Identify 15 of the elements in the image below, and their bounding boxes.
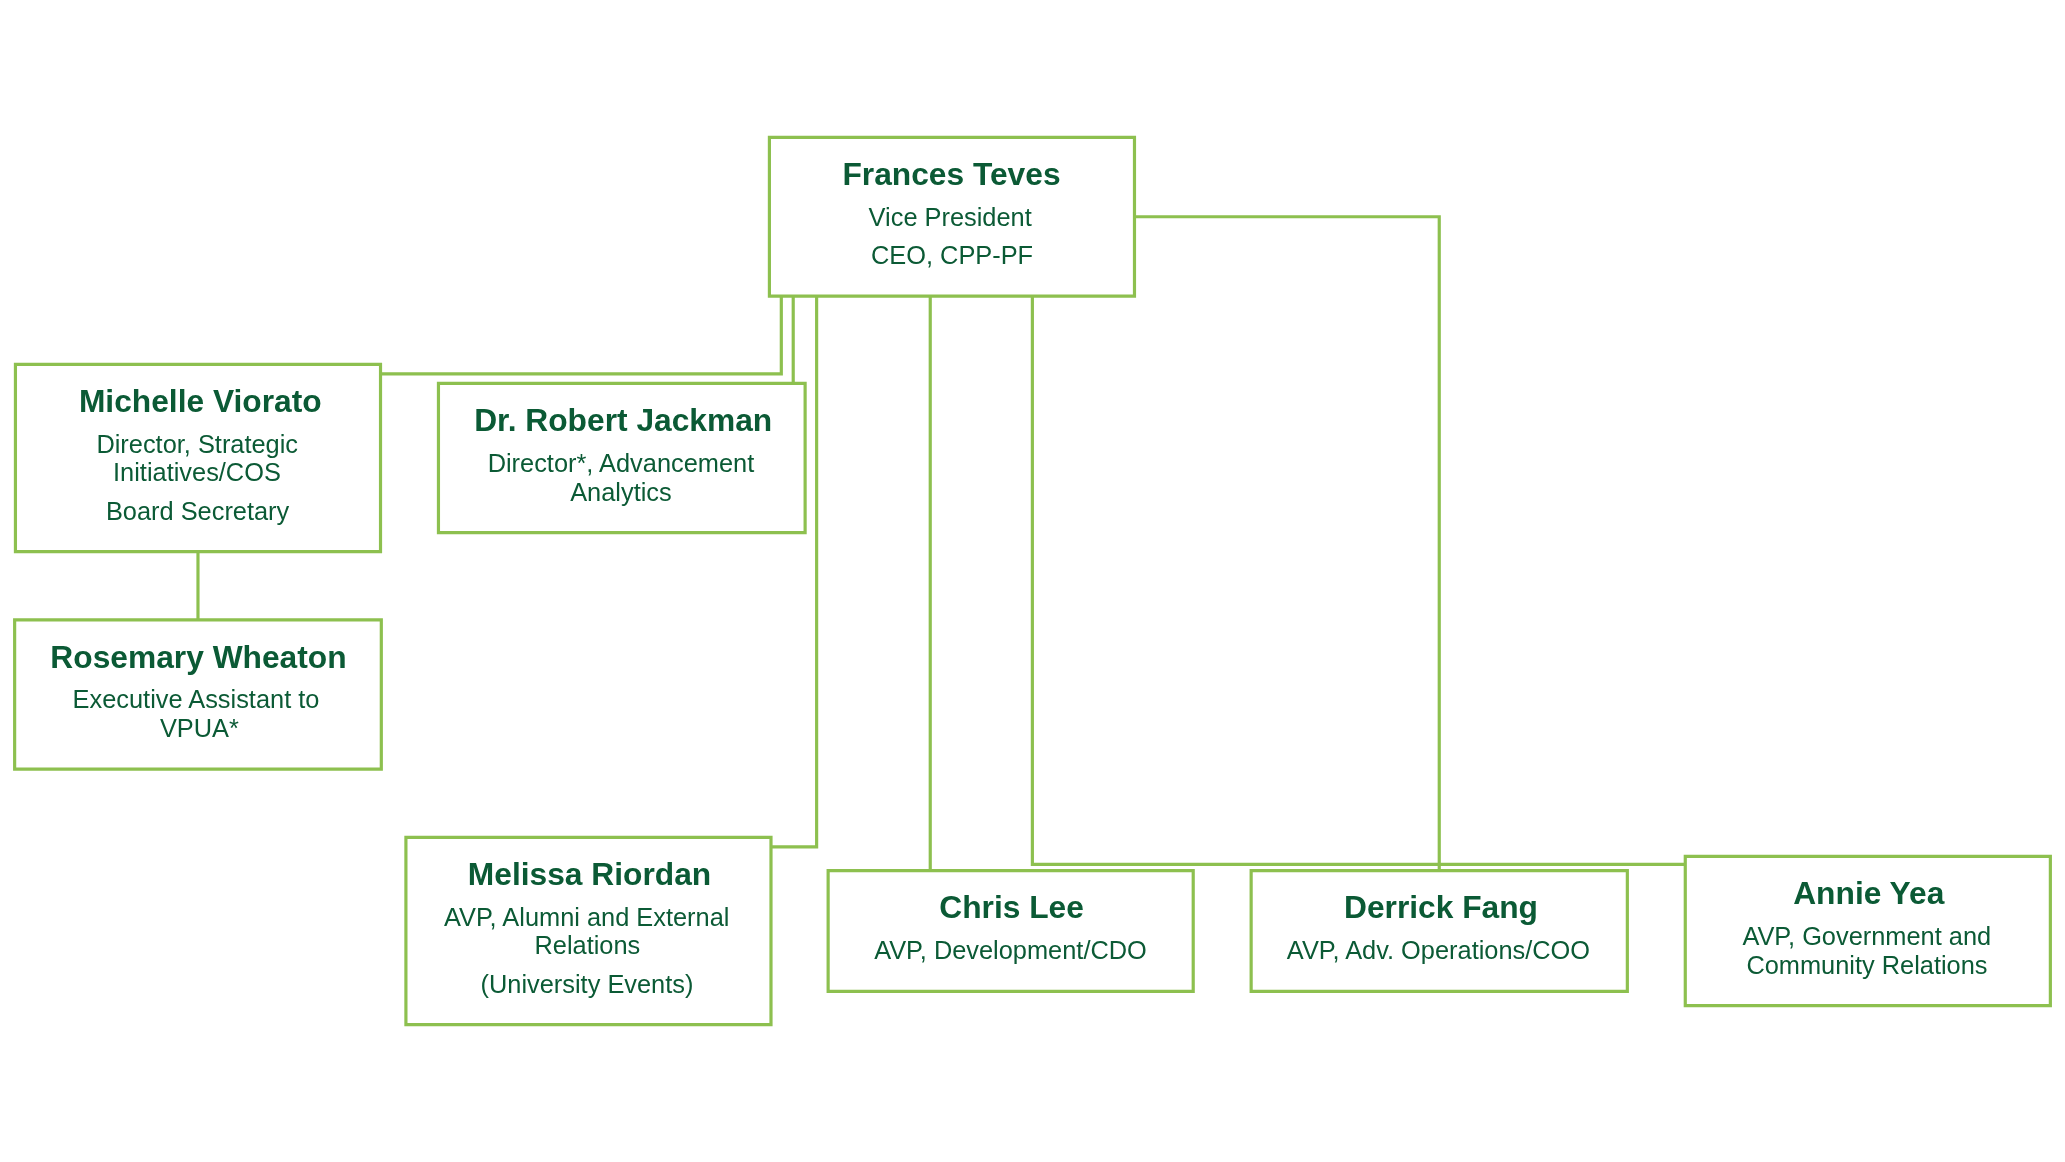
connector — [1030, 296, 1685, 866]
node-box: Michelle Viorato Director, Strategic Initiatives/COS Board Secretary — [13, 362, 383, 554]
node-box: Dr. Robert Jackman Director*, Advancement Analytics — [436, 381, 807, 535]
connector — [1134, 215, 1441, 871]
connector — [928, 296, 932, 871]
node-box: Frances Teves Vice President CEO, CPP-PF — [767, 135, 1137, 298]
connector — [771, 296, 819, 849]
connector — [791, 296, 795, 384]
node-box: Derrick Fang AVP, Adv. Operations/COO — [1249, 869, 1629, 993]
node-box: Rosemary Wheaton Executive Assistant to VPUA* — [13, 618, 383, 771]
node-box: Annie Yea AVP, Government and Community Relations — [1683, 854, 2052, 1008]
node-box: Chris Lee AVP, Development/CDO — [826, 869, 1195, 993]
connector — [196, 552, 200, 620]
node-box: Melissa Riordan AVP, Alumni and External Relations (University Events) — [404, 835, 773, 1027]
connector — [380, 296, 783, 376]
